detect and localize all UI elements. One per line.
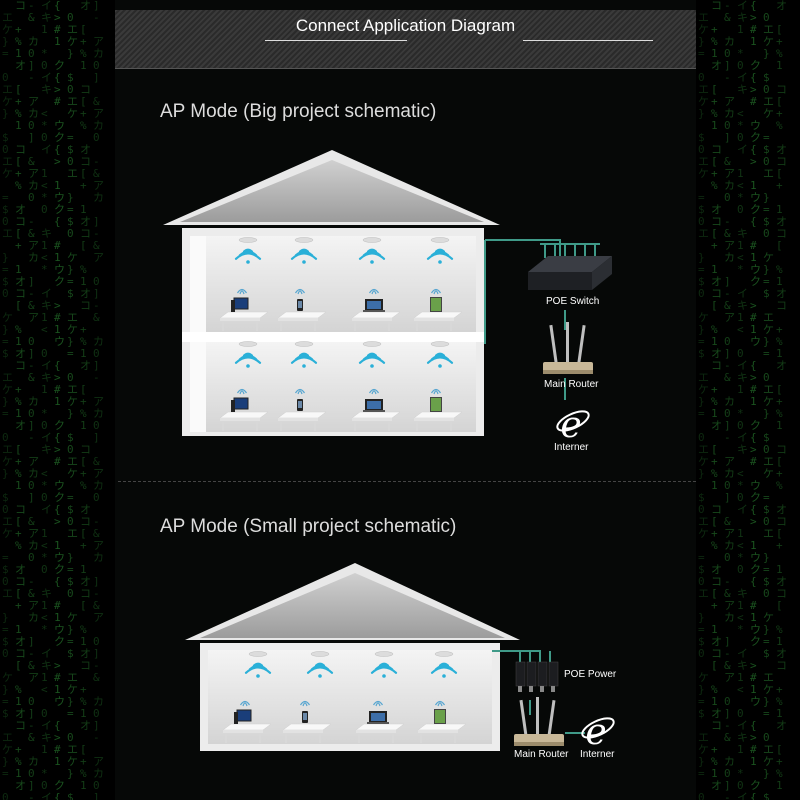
big-main-router [543, 322, 593, 374]
poe-power-label: POE Power [564, 669, 617, 680]
access-point [370, 651, 398, 678]
desk-pc [219, 388, 269, 431]
matrix-column: コ + % 1 オ [ + % 1 コ [ + % オ コ [ + 1 オ コ … [15, 0, 26, 792]
access-point [426, 237, 454, 264]
small-cables [492, 650, 585, 734]
small-section-title: AP Mode (Small project schematic) [160, 516, 457, 537]
matrix-column: エ ケ } = 0 エ ケ } $ 0 エ ケ = $ 0 エ } = $ 0 … [698, 11, 709, 800]
big-cables [484, 239, 600, 400]
desk-phone [282, 700, 332, 743]
access-point [430, 651, 458, 678]
section-divider [118, 481, 696, 482]
desk-laptop [351, 288, 401, 331]
svg-text:e: e [585, 712, 606, 753]
matrix-column: { > # 1 ク { > # ウ ク { > 1 ウ ク { # 1 ウ ク … [750, 0, 761, 800]
big-internet-icon: e [556, 405, 590, 446]
desk-pc [219, 288, 269, 331]
header-banner: Connect Application Diagram [115, 10, 696, 69]
small-main-router-label: Main Router [514, 749, 569, 760]
matrix-rain-right: エ ケ } = 0 エ ケ } $ 0 エ ケ = $ 0 エ } = $ 0 … [696, 0, 800, 800]
access-point [426, 341, 454, 368]
access-point [290, 237, 318, 264]
poe-power-injectors [515, 661, 559, 692]
small-roof-inner [200, 573, 505, 638]
matrix-rain-left: エ ケ } = 0 エ ケ } $ 0 エ ケ = $ 0 エ } = $ 0 … [0, 0, 115, 800]
desk-laptop [351, 388, 401, 431]
big-roof-inner [180, 160, 484, 222]
arrow-left [265, 40, 407, 41]
access-point [306, 651, 334, 678]
matrix-column: 0 エ ケ } $ 0 エ ケ = $ 0 エ } = $ 0 ケ } = $ … [763, 11, 774, 800]
access-point [244, 651, 272, 678]
page-title: Connect Application Diagram [295, 16, 516, 35]
big-section-title: AP Mode (Big project schematic) [160, 101, 437, 122]
matrix-column: イ キ 1 * 0 イ キ < * 0 イ 1 < * 0 キ 1 < * イ … [41, 0, 52, 800]
big-house [163, 150, 500, 436]
matrix-column: イ キ 1 * 0 イ キ < * 0 イ 1 < * 0 キ 1 < * イ … [737, 0, 748, 800]
access-point [358, 341, 386, 368]
big-floor-slab [182, 332, 484, 342]
desk-tablet [413, 388, 463, 431]
access-point [234, 341, 262, 368]
matrix-column: - & カ 0 ] - ア カ 0 ] & ア カ 0 - & ア カ ] - … [724, 0, 735, 800]
matrix-column: ] - ア カ 0 ] & ア カ 0 - & ア カ ] - & ア 0 ] … [93, 0, 104, 800]
matrix-column: オ [ + % 1 コ [ + % オ コ [ + 1 オ コ [ % 1 オ … [80, 0, 91, 792]
arrow-right [523, 40, 653, 41]
desk-phone [277, 288, 327, 331]
small-internet-icon: e [581, 712, 615, 753]
desk-phone [277, 388, 327, 431]
matrix-column: オ [ + % 1 コ [ + % オ コ [ + 1 オ コ [ % 1 オ … [776, 0, 787, 792]
big-internet-label: Interner [554, 442, 589, 453]
access-point [290, 341, 318, 368]
access-point [234, 237, 262, 264]
big-main-router-label: Main Router [544, 379, 599, 390]
poe-switch [528, 256, 612, 290]
desk-pc [222, 700, 272, 743]
small-main-router [514, 697, 564, 746]
desk-tablet [417, 700, 467, 743]
desk-tablet [413, 288, 463, 331]
desk-laptop [355, 700, 405, 743]
access-point [358, 237, 386, 264]
matrix-column: エ ケ } = 0 エ ケ } $ 0 エ ケ = $ 0 エ } = $ 0 … [2, 11, 13, 800]
matrix-column: コ + % 1 オ [ + % 1 コ [ + % オ コ [ + 1 オ コ … [711, 0, 722, 792]
poe-switch-label: POE Switch [546, 296, 600, 307]
matrix-column: - & カ 0 ] - ア カ 0 ] & ア カ 0 - & ア カ ] - … [28, 0, 39, 800]
small-internet-label: Interner [580, 749, 615, 760]
matrix-column: { > # 1 ク { > # ウ ク { > 1 ウ ク { # 1 ウ ク … [54, 0, 65, 800]
matrix-column: 0 エ ケ } $ 0 エ ケ = $ 0 エ } = $ 0 ケ } = $ … [67, 11, 78, 800]
svg-text:e: e [560, 405, 581, 446]
